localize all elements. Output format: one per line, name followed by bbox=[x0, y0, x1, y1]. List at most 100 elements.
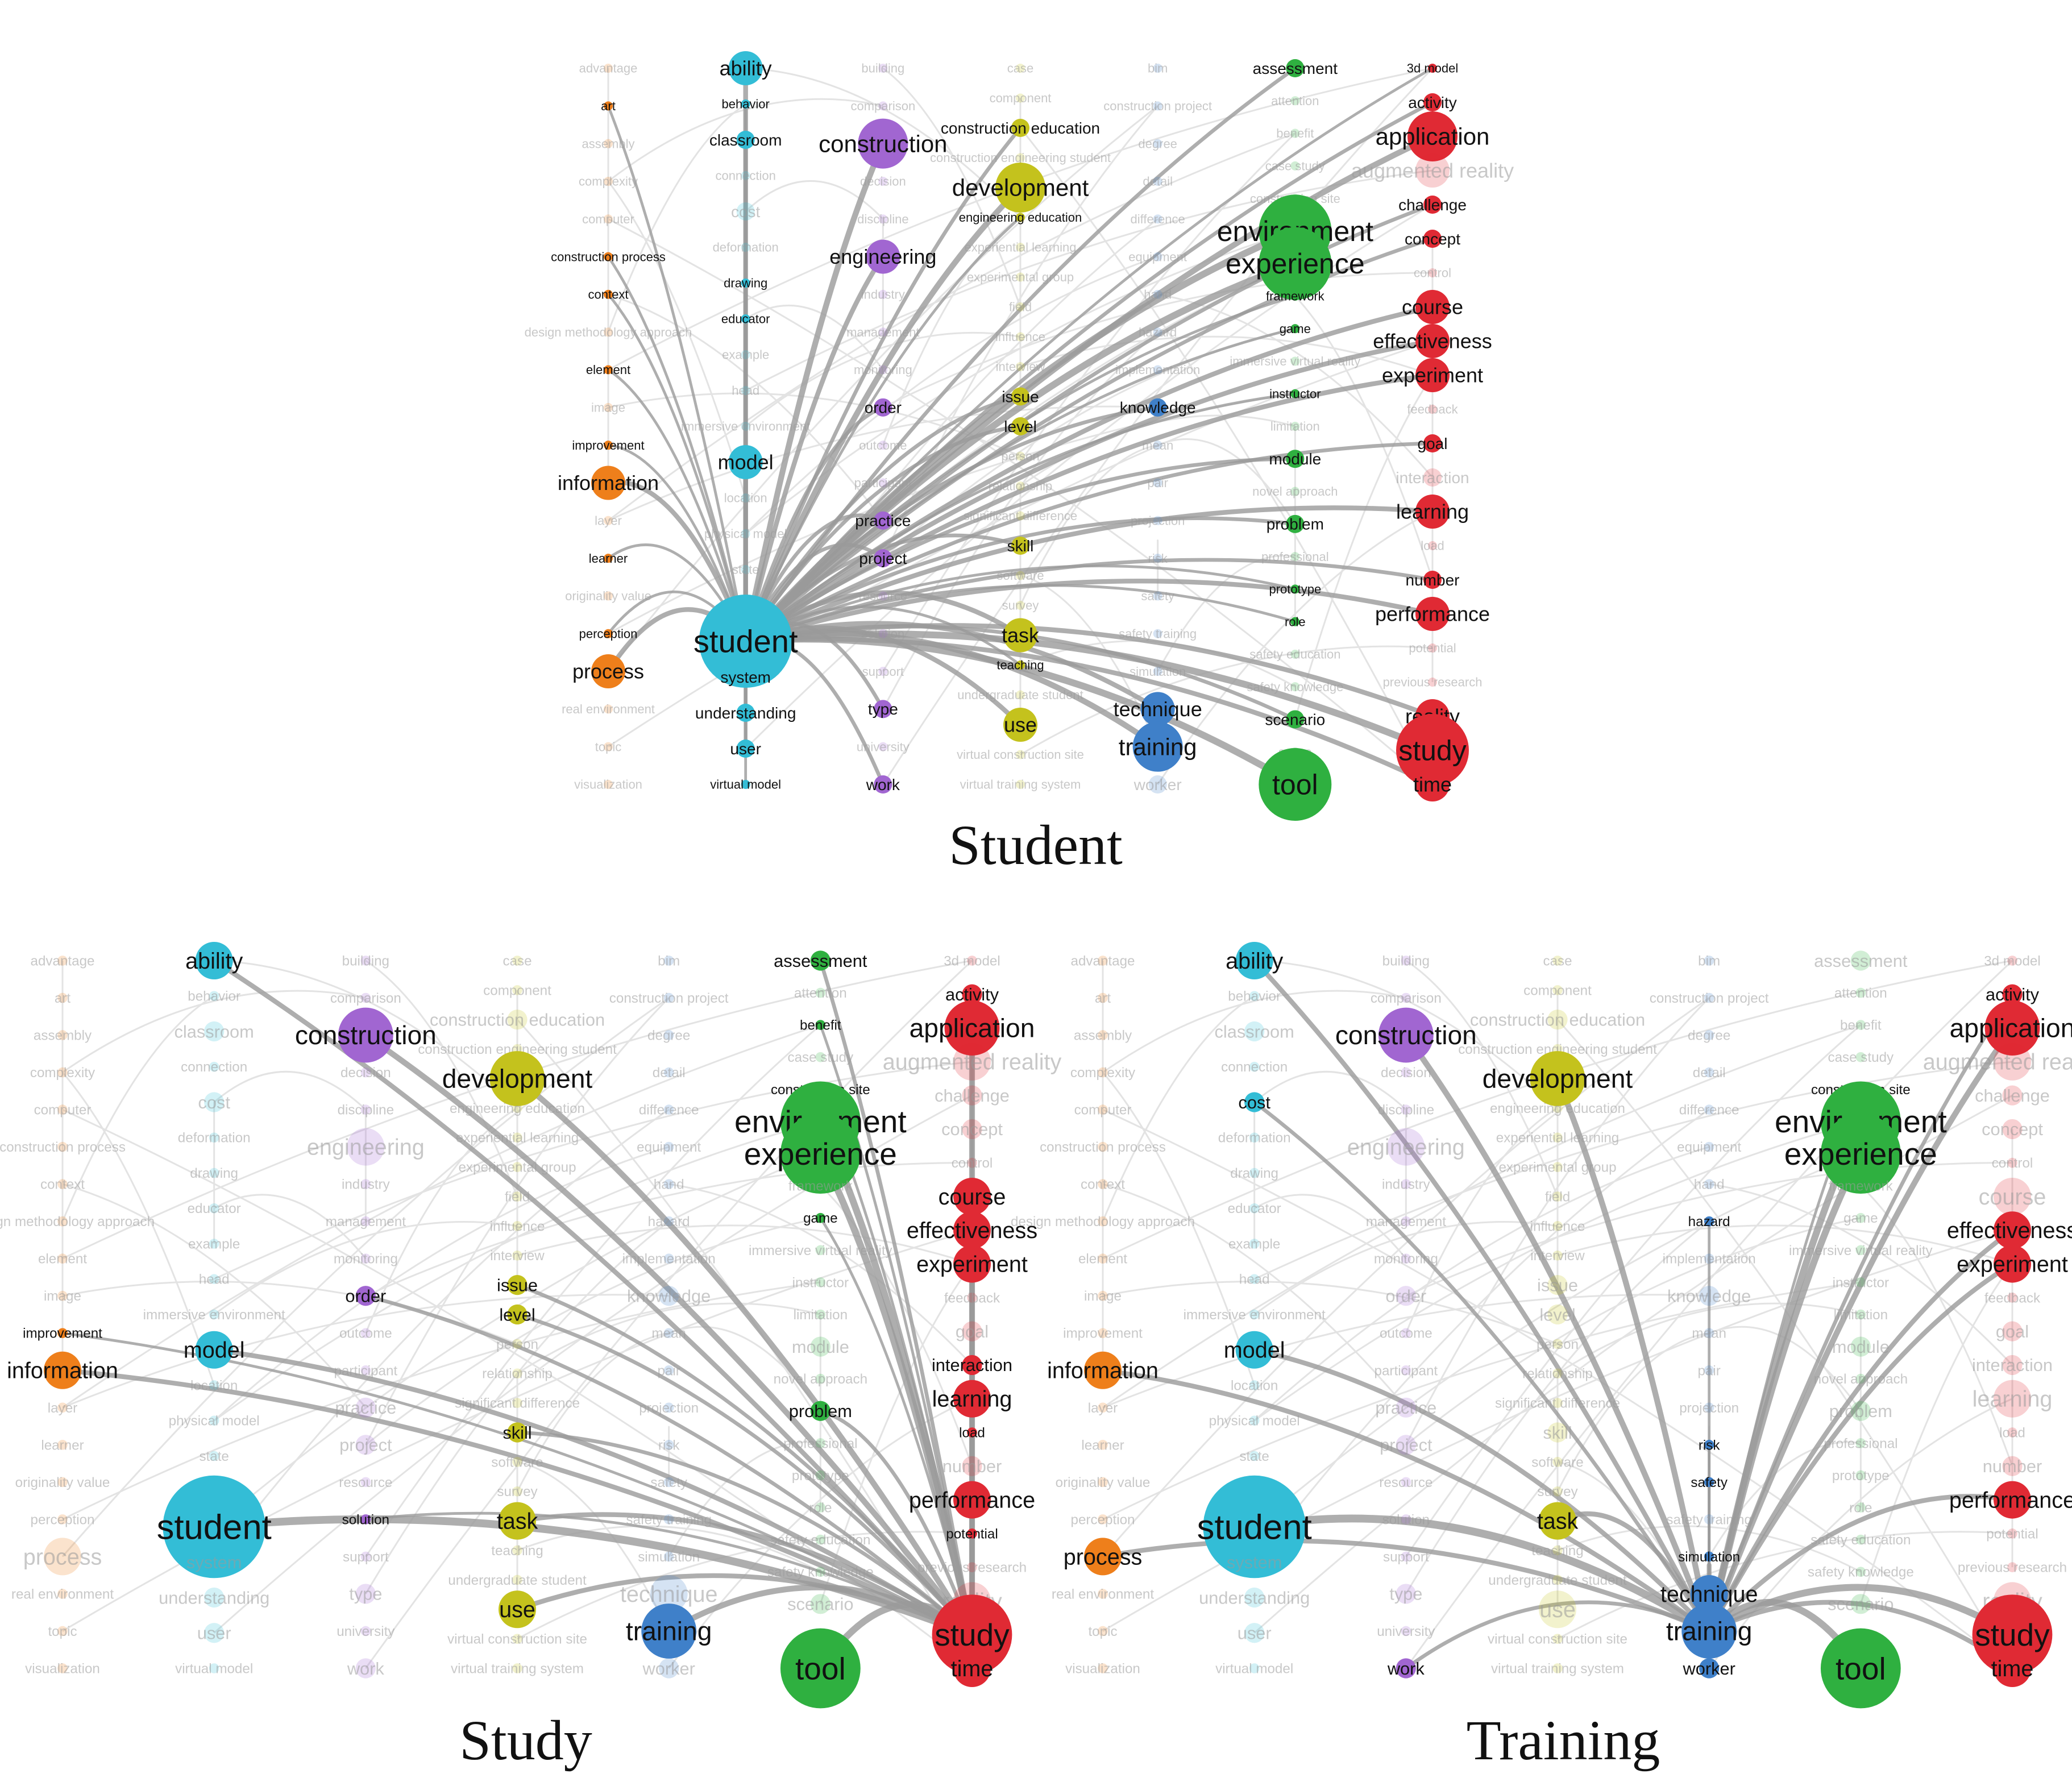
node-learner[interactable] bbox=[57, 1440, 68, 1450]
node-load[interactable] bbox=[967, 1427, 977, 1438]
node-knowledge[interactable] bbox=[1148, 398, 1167, 417]
node-software[interactable] bbox=[1552, 1457, 1563, 1467]
node-experiential-learning[interactable] bbox=[1552, 1132, 1563, 1143]
node-instructor[interactable] bbox=[1855, 1277, 1866, 1287]
node-connection[interactable] bbox=[741, 171, 750, 180]
node-hand[interactable] bbox=[663, 1179, 674, 1189]
node-understanding[interactable] bbox=[1244, 1587, 1265, 1608]
node-instructor[interactable] bbox=[1290, 389, 1300, 398]
node-state[interactable] bbox=[1249, 1451, 1260, 1461]
node-comparison[interactable] bbox=[878, 101, 888, 111]
node-ability[interactable] bbox=[1235, 942, 1273, 979]
node-use[interactable] bbox=[1003, 708, 1037, 742]
node-mean[interactable] bbox=[663, 1328, 674, 1339]
node-number[interactable] bbox=[2002, 1456, 2023, 1476]
node-safety-education[interactable] bbox=[1855, 1534, 1866, 1545]
node-development[interactable] bbox=[489, 1051, 545, 1106]
node-case[interactable] bbox=[512, 956, 522, 966]
node-number[interactable] bbox=[962, 1456, 982, 1476]
node-survey[interactable] bbox=[512, 1486, 522, 1497]
node-state[interactable] bbox=[741, 565, 750, 574]
node-context[interactable] bbox=[604, 289, 613, 299]
node-building[interactable] bbox=[1401, 956, 1411, 966]
node-technique[interactable] bbox=[1140, 692, 1175, 726]
node-virtual-model[interactable] bbox=[1249, 1663, 1260, 1673]
node-technique[interactable] bbox=[1690, 1575, 1728, 1613]
node-monitoring[interactable] bbox=[878, 365, 888, 375]
node-virtual-training-system[interactable] bbox=[512, 1663, 522, 1673]
node-industry[interactable] bbox=[1401, 1179, 1411, 1189]
node-projection[interactable] bbox=[1704, 1402, 1714, 1413]
node-order[interactable] bbox=[355, 1286, 376, 1306]
node-interaction[interactable] bbox=[2002, 1355, 2023, 1376]
node-task[interactable] bbox=[1003, 618, 1037, 653]
node-component[interactable] bbox=[512, 985, 522, 995]
node-scenario[interactable] bbox=[1850, 1594, 1871, 1614]
node-image[interactable] bbox=[57, 1290, 68, 1301]
node-experiment[interactable] bbox=[1415, 358, 1450, 392]
node-issue[interactable] bbox=[1011, 387, 1029, 406]
node-implementation[interactable] bbox=[1704, 1253, 1714, 1264]
node-limitation[interactable] bbox=[815, 1309, 826, 1320]
node-3d-model[interactable] bbox=[1428, 64, 1437, 73]
node-training[interactable] bbox=[641, 1604, 697, 1659]
node-building[interactable] bbox=[360, 956, 371, 966]
node-assessment[interactable] bbox=[1850, 950, 1871, 971]
node-construction-education[interactable] bbox=[1011, 119, 1029, 137]
node-order[interactable] bbox=[874, 398, 892, 417]
node-worker[interactable] bbox=[1699, 1658, 1720, 1679]
node-management[interactable] bbox=[878, 327, 888, 337]
node-tool[interactable] bbox=[1820, 1628, 1901, 1709]
node-educator[interactable] bbox=[209, 1203, 219, 1214]
node-assembly[interactable] bbox=[604, 139, 613, 148]
node-development[interactable] bbox=[995, 163, 1045, 213]
node-information[interactable] bbox=[44, 1351, 81, 1389]
node-feedback[interactable] bbox=[2007, 1293, 2017, 1303]
node-application[interactable] bbox=[1407, 111, 1458, 161]
node-improvement[interactable] bbox=[604, 441, 613, 450]
node-problem[interactable] bbox=[1286, 514, 1305, 533]
node-prototype[interactable] bbox=[1290, 584, 1300, 594]
node-work[interactable] bbox=[874, 775, 892, 794]
node-prototype[interactable] bbox=[815, 1470, 826, 1481]
node-example[interactable] bbox=[741, 350, 750, 359]
node-training[interactable] bbox=[1681, 1604, 1737, 1659]
node-study[interactable] bbox=[932, 1594, 1012, 1675]
node-image[interactable] bbox=[1098, 1290, 1108, 1301]
node-case[interactable] bbox=[1552, 956, 1563, 966]
node-influence[interactable] bbox=[512, 1221, 522, 1231]
node-simulation[interactable] bbox=[1704, 1551, 1714, 1562]
node-outcome[interactable] bbox=[878, 441, 888, 450]
node-student[interactable] bbox=[699, 595, 792, 688]
node-type[interactable] bbox=[1396, 1584, 1416, 1604]
node-time[interactable] bbox=[1415, 767, 1450, 801]
node-tool[interactable] bbox=[1259, 748, 1332, 821]
node-hazard[interactable] bbox=[1153, 327, 1162, 337]
node-safety-training[interactable] bbox=[1704, 1514, 1714, 1525]
node-control[interactable] bbox=[967, 1157, 977, 1168]
node-learning[interactable] bbox=[1994, 1380, 2031, 1418]
node-system[interactable] bbox=[736, 668, 755, 686]
node-physical-model[interactable] bbox=[741, 529, 750, 538]
node-university[interactable] bbox=[878, 742, 888, 751]
node-equipment[interactable] bbox=[1704, 1141, 1714, 1152]
node-participant[interactable] bbox=[360, 1365, 371, 1376]
node-construction-education[interactable] bbox=[507, 1010, 528, 1030]
node-pair[interactable] bbox=[1704, 1365, 1714, 1376]
node-performance[interactable] bbox=[1415, 597, 1450, 631]
node-user[interactable] bbox=[736, 740, 755, 758]
node-model[interactable] bbox=[1235, 1331, 1273, 1369]
node-control[interactable] bbox=[2007, 1157, 2017, 1168]
node-context[interactable] bbox=[1098, 1179, 1108, 1189]
node-project[interactable] bbox=[1396, 1435, 1416, 1455]
node-practice[interactable] bbox=[874, 511, 892, 530]
node-case[interactable] bbox=[1016, 64, 1025, 73]
node-teaching[interactable] bbox=[1016, 661, 1025, 670]
node-decision[interactable] bbox=[360, 1067, 371, 1078]
node-activity[interactable] bbox=[962, 984, 982, 1004]
node-construction-project[interactable] bbox=[1704, 992, 1714, 1003]
node-feedback[interactable] bbox=[1428, 405, 1437, 414]
node-participant[interactable] bbox=[878, 478, 888, 488]
node-hand[interactable] bbox=[1153, 289, 1162, 299]
node-attention[interactable] bbox=[815, 987, 826, 998]
